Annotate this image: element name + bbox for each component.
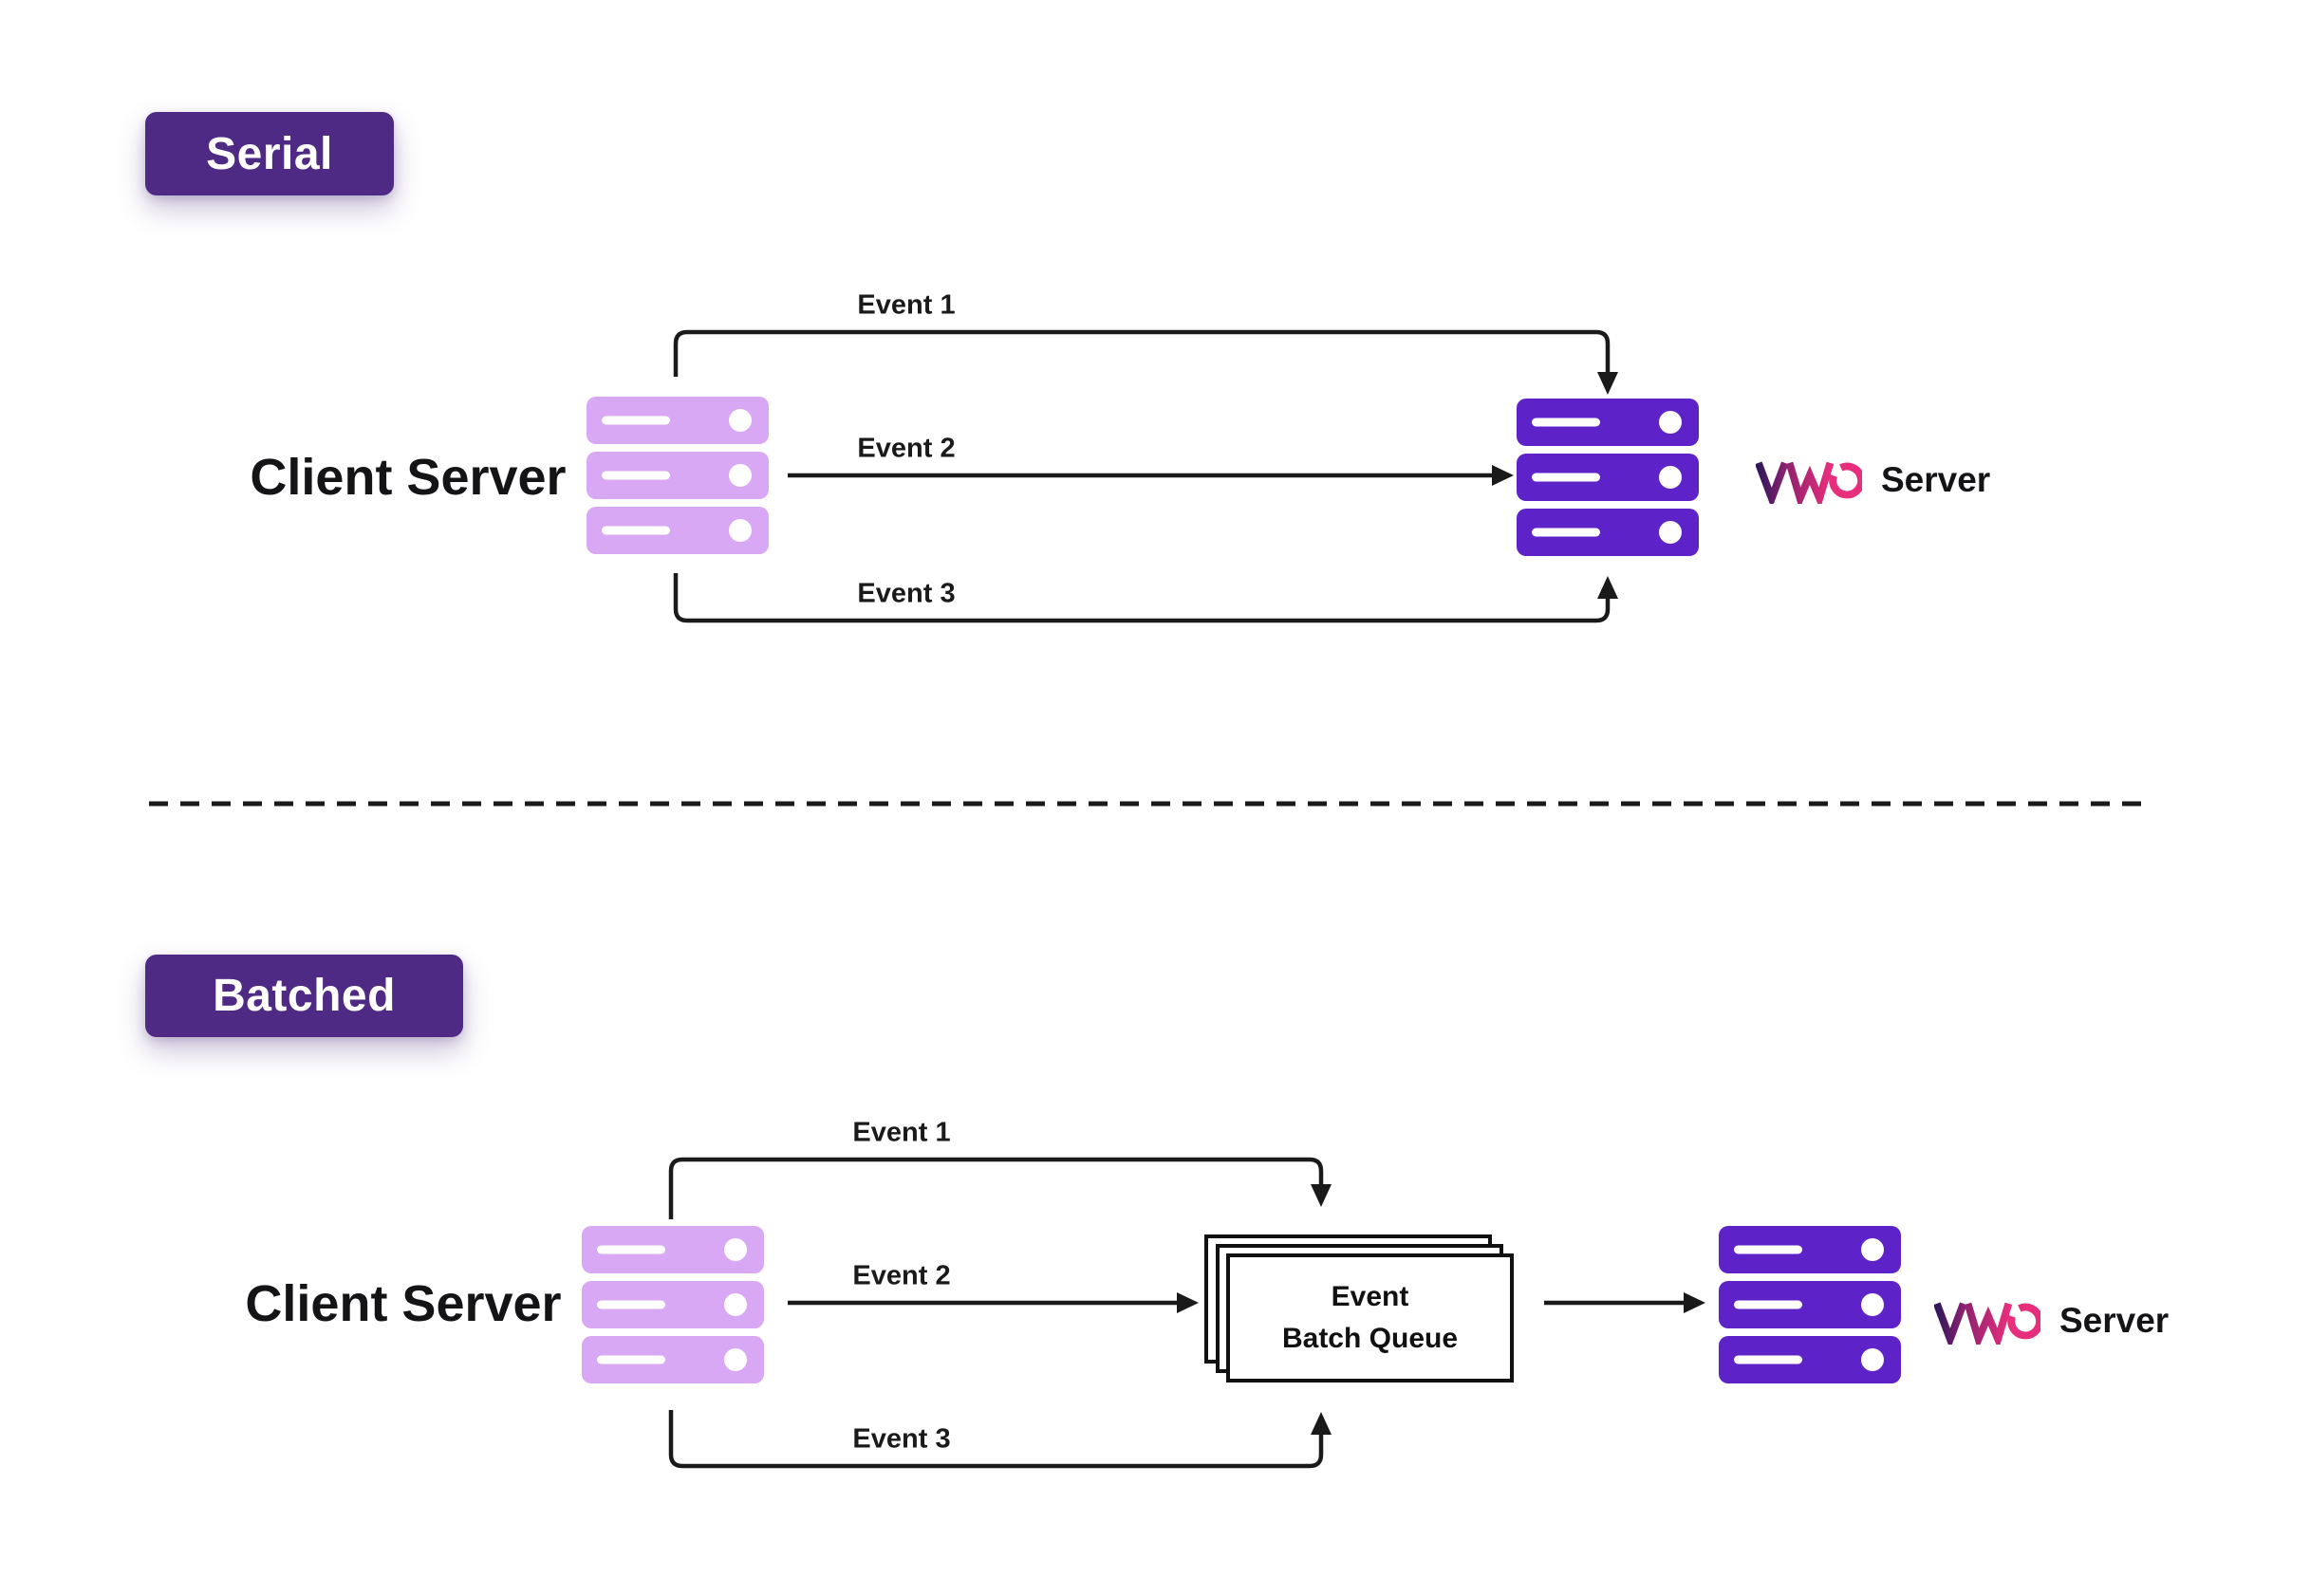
vwo-logo-icon — [1934, 1301, 2040, 1345]
batched-section-badge: Batched — [145, 955, 463, 1037]
batched-client-server-label: Client Server — [245, 1275, 562, 1332]
batched-event1-line — [668, 1157, 1324, 1219]
server-slab — [582, 1226, 764, 1273]
vwo-server-icon — [1719, 1226, 1901, 1383]
batched-event3-label: Event 3 — [852, 1423, 951, 1455]
client-server-icon — [587, 397, 769, 554]
event-batch-queue: Event Batch Queue — [1226, 1253, 1514, 1383]
server-slab — [1517, 399, 1699, 446]
serial-vwo-server-label: Server — [1881, 460, 1991, 499]
serial-vwo-server-caption: Server — [1756, 454, 1990, 507]
batched-event2-label: Event 2 — [852, 1260, 951, 1291]
server-slab — [582, 1336, 764, 1383]
server-slab — [1719, 1226, 1901, 1273]
batched-vwo-server-label: Server — [2059, 1301, 2170, 1340]
server-slab — [582, 1281, 764, 1328]
serial-event1-line — [673, 329, 1611, 377]
server-slab — [1719, 1336, 1901, 1383]
batched-event3-line — [668, 1410, 1324, 1469]
server-slab — [1517, 454, 1699, 501]
batched-event1-label: Event 1 — [852, 1117, 951, 1148]
server-slab — [587, 507, 769, 554]
queue-label-line2: Batch Queue — [1281, 1323, 1459, 1354]
batched-event1-arrowhead — [1311, 1184, 1332, 1207]
server-slab — [1719, 1281, 1901, 1328]
serial-event2-label: Event 2 — [857, 433, 956, 464]
queue-label-line1: Event — [1331, 1281, 1409, 1312]
client-server-icon — [582, 1226, 764, 1383]
queue-to-server-arrowhead — [1684, 1292, 1705, 1313]
batched-vwo-server-caption: Server — [1934, 1294, 2169, 1347]
serial-event3-line — [673, 573, 1611, 623]
serial-event3-arrowhead — [1597, 576, 1618, 599]
serial-section-badge: Serial — [145, 112, 394, 195]
serial-event1-label: Event 1 — [857, 289, 956, 321]
vwo-server-icon — [1517, 399, 1699, 556]
server-slab — [587, 452, 769, 499]
serial-event2-arrowhead — [1492, 465, 1514, 486]
server-slab — [587, 397, 769, 444]
batched-event3-arrowhead — [1311, 1412, 1332, 1435]
serial-client-server-label: Client Server — [250, 449, 567, 506]
batched-event2-arrowhead — [1177, 1292, 1199, 1313]
vwo-logo-icon — [1756, 460, 1862, 504]
serial-event1-arrowhead — [1597, 372, 1618, 395]
serial-event3-label: Event 3 — [857, 578, 956, 609]
server-slab — [1517, 509, 1699, 556]
